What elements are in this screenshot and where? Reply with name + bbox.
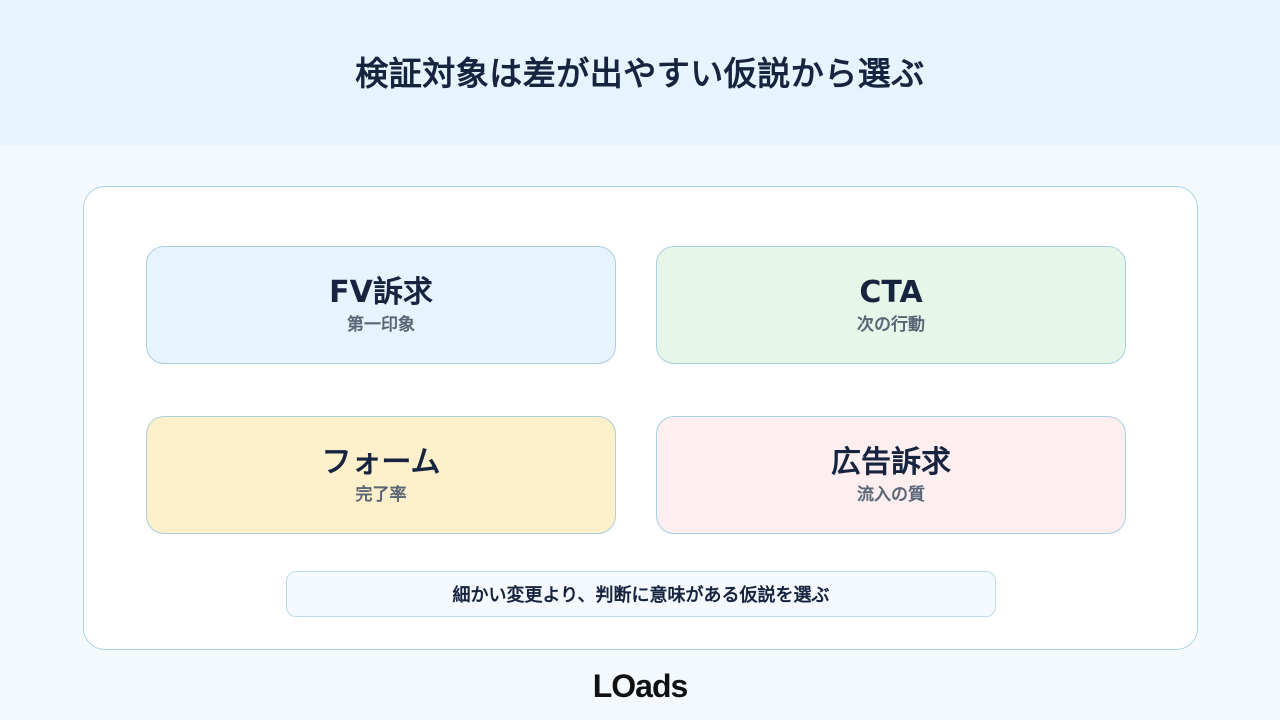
card-ad-appeal: 広告訴求 流入の質	[656, 416, 1126, 534]
card-title: 広告訴求	[831, 444, 951, 480]
hypothesis-panel: FV訴求 第一印象 CTA 次の行動 フォーム 完了率 広告訴求 流入の質 細か…	[83, 186, 1198, 650]
card-title: CTA	[859, 274, 923, 310]
card-title: FV訴求	[329, 274, 433, 310]
card-form: フォーム 完了率	[146, 416, 616, 534]
header-banner: 検証対象は差が出やすい仮説から選ぶ	[0, 0, 1280, 145]
card-subtitle: 次の行動	[857, 314, 925, 335]
card-fv-appeal: FV訴求 第一印象	[146, 246, 616, 364]
page-title: 検証対象は差が出やすい仮説から選ぶ	[355, 53, 925, 93]
card-cta: CTA 次の行動	[656, 246, 1126, 364]
card-subtitle: 流入の質	[857, 484, 925, 505]
card-subtitle: 完了率	[355, 484, 407, 505]
card-title: フォーム	[321, 444, 441, 480]
summary-note: 細かい変更より、判断に意味がある仮説を選ぶ	[286, 571, 996, 617]
card-subtitle: 第一印象	[347, 314, 415, 335]
brand-logo: LOads	[592, 667, 689, 704]
